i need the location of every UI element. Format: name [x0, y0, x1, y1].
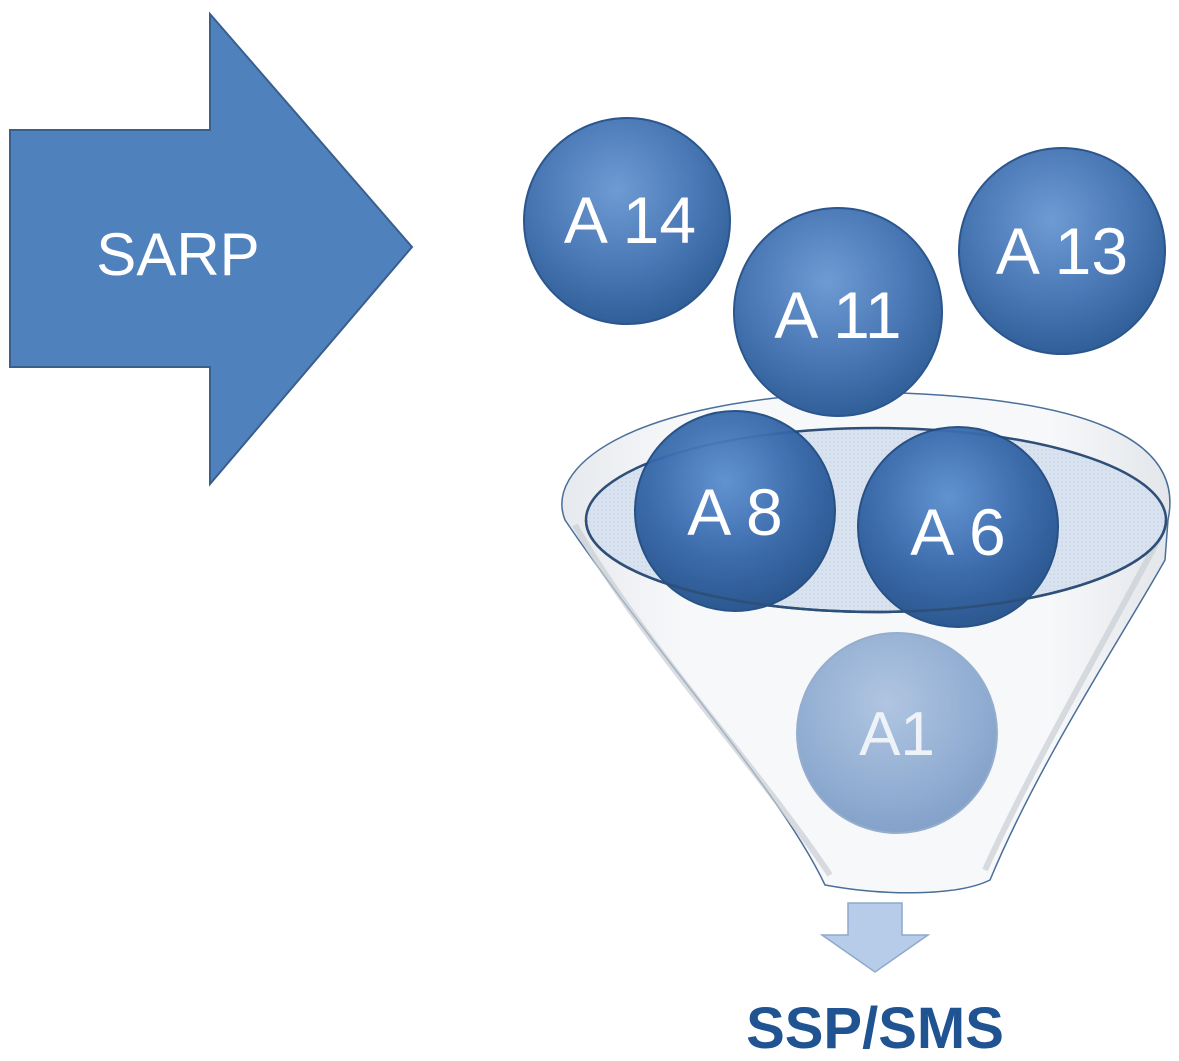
funnel-inner-wall-right: [982, 538, 1161, 872]
bubble-a11-circle: [733, 207, 943, 417]
sarp-arrow-shape: [9, 11, 414, 487]
bubble-a13-label: A 13: [996, 214, 1128, 288]
bubble-a1: A1: [796, 632, 998, 834]
bubble-a6-label: A 6: [910, 495, 1005, 569]
output-label: SSP/SMS: [746, 996, 1004, 1061]
down-arrow-icon: [819, 902, 931, 973]
bubble-a13: A 13: [958, 147, 1166, 355]
bubble-a14-label: A 14: [564, 183, 696, 257]
bubble-a11-label: A 11: [774, 278, 901, 352]
sarp-arrow-label: SARP: [96, 221, 259, 288]
bubble-a11: A 11: [733, 207, 943, 417]
bubble-a13-circle: [958, 147, 1166, 355]
bubble-a1-circle: [796, 632, 998, 834]
funnel-rim-front: [584, 519, 1168, 614]
bubble-a14: A 14: [523, 117, 731, 325]
bubble-a6: A 6: [857, 426, 1059, 628]
bubble-a1-label: A1: [859, 700, 935, 769]
funnel-inner-wall: [572, 523, 833, 877]
bubble-a6-circle: [857, 426, 1059, 628]
bubble-a8-label: A 8: [687, 475, 782, 549]
bubble-a8-circle: [634, 410, 836, 612]
sarp-arrow: SARP: [9, 11, 414, 487]
bubble-a8: A 8: [634, 410, 836, 612]
bubble-a14-circle: [523, 117, 731, 325]
funnel-output-arrow: [819, 902, 931, 973]
